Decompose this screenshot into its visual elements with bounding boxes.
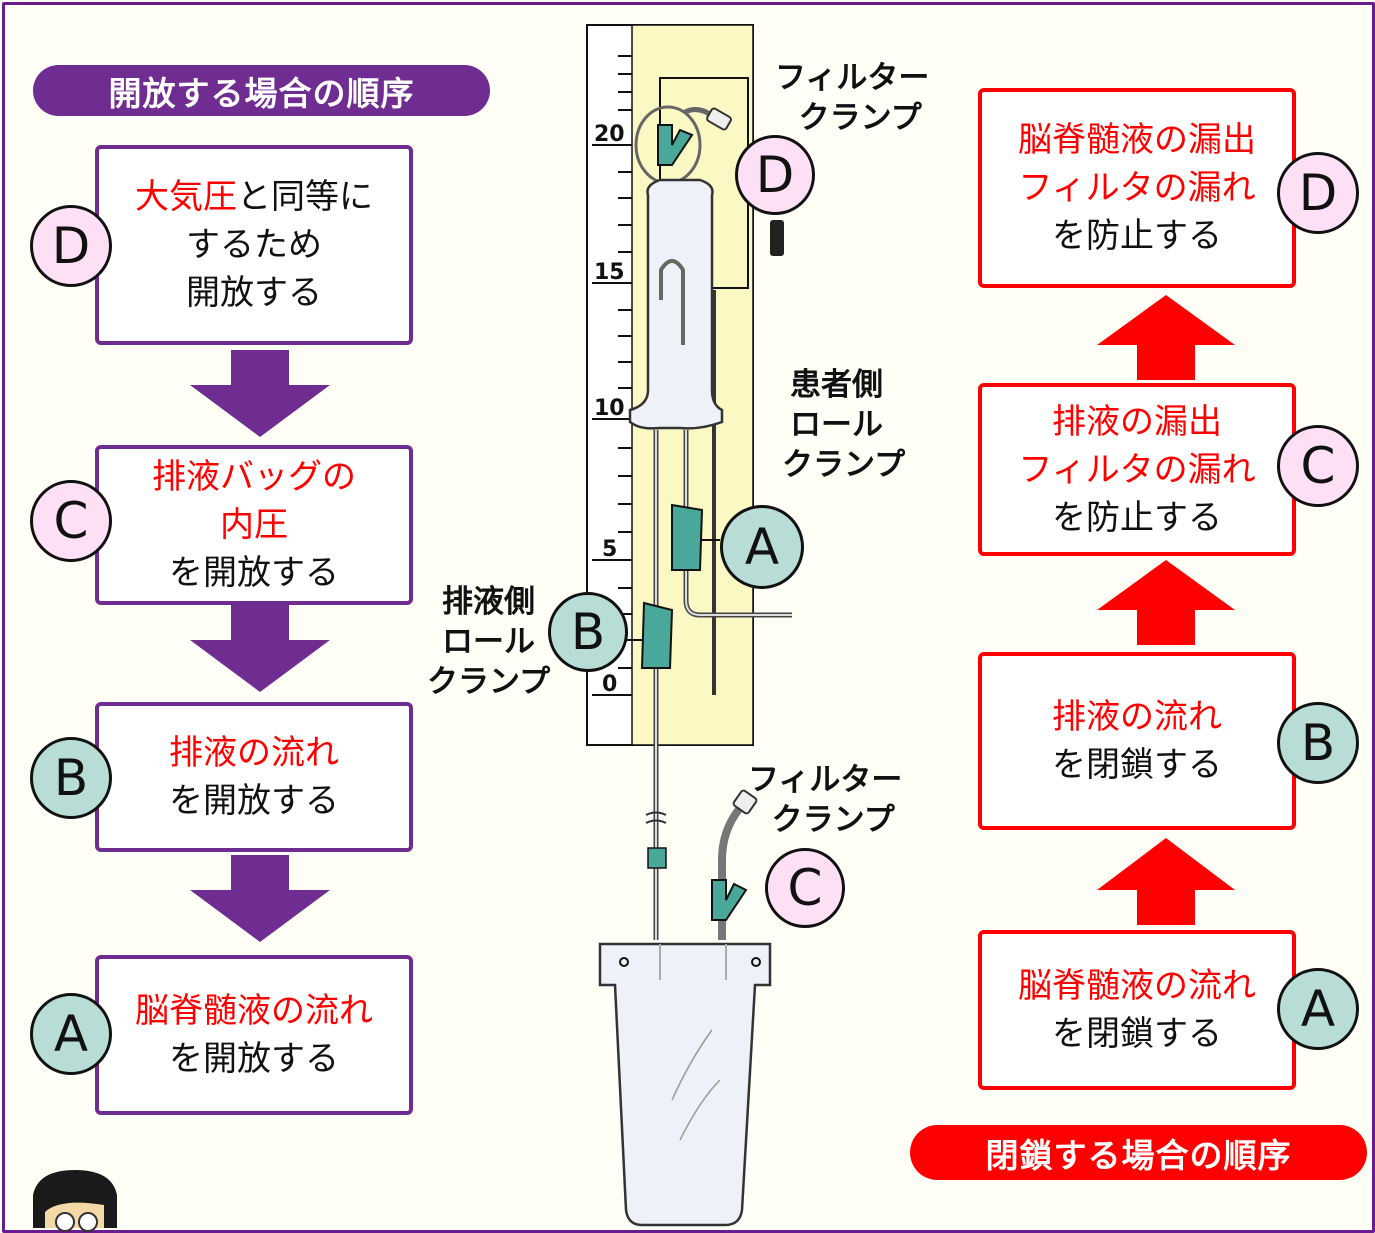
- open-step-c-line1: 排液バッグの: [152, 457, 356, 497]
- close-step-d-marker: D: [1277, 152, 1359, 234]
- device-marker-b: B: [548, 592, 628, 672]
- open-step-b-marker: B: [30, 737, 112, 819]
- close-step-a-marker: A: [1277, 968, 1359, 1050]
- device-marker-d: D: [735, 135, 815, 215]
- drain-roller-clamp-label: 排液側 ロール クランプ: [427, 584, 551, 700]
- close-step-a-line1: 脳脊髄液の流れ: [1018, 966, 1256, 1006]
- open-step-d-line3: 開放する: [186, 273, 322, 313]
- tick-20: 20: [594, 122, 625, 147]
- close-step-b-line1: 排液の流れ: [1052, 697, 1222, 737]
- bottom-filter-clamp-label: フィルター クランプ: [748, 762, 903, 838]
- open-step-b-box: 排液の流れ を開放する: [95, 702, 413, 852]
- close-step-c-line2: フィルタの漏れ: [1018, 449, 1256, 490]
- close-step-d-line2: フィルタの漏れ: [1018, 168, 1256, 208]
- tick-0: 0: [602, 672, 617, 697]
- device-marker-c: C: [765, 848, 845, 928]
- drain-roller-clamp: [640, 601, 674, 669]
- drainage-bag: [598, 942, 772, 1227]
- open-step-d-marker: D: [30, 205, 112, 287]
- tick-5: 5: [602, 537, 617, 562]
- open-step-a-box: 脳脊髄液の流れ を開放する: [95, 955, 413, 1115]
- patient-roller-clamp-label: 患者側 ロール クランプ: [782, 367, 906, 483]
- close-step-c-marker: C: [1277, 425, 1359, 507]
- open-step-d-highlight: 大気圧: [135, 177, 237, 217]
- close-order-header: 閉鎖する場合の順序: [910, 1125, 1367, 1180]
- close-step-c-box: 排液の漏出 フィルタの漏れ を防止する: [978, 383, 1296, 556]
- close-step-d-line1: 脳脊髄液の漏出: [1018, 120, 1256, 160]
- open-step-c-marker: C: [30, 480, 112, 562]
- open-step-c-line2: 内圧: [220, 505, 288, 545]
- patient-roller-clamp: [671, 503, 704, 571]
- drip-chamber: [628, 178, 724, 430]
- tick-15: 15: [594, 260, 625, 285]
- open-step-a-marker: A: [30, 993, 112, 1075]
- knob: [770, 220, 784, 256]
- tick-10: 10: [594, 396, 625, 421]
- open-step-d-line1: と同等に: [237, 177, 373, 217]
- close-step-b-marker: B: [1277, 702, 1359, 784]
- close-step-b-box: 排液の流れ を閉鎖する: [978, 652, 1296, 830]
- open-step-a-line1: 脳脊髄液の流れ: [135, 991, 373, 1031]
- open-step-c-box: 排液バッグの 内圧 を開放する: [95, 445, 413, 605]
- close-step-d-line3: を防止する: [1052, 216, 1222, 256]
- open-step-b-line1: 排液の流れ: [169, 733, 339, 773]
- close-step-a-box: 脳脊髄液の流れ を閉鎖する: [978, 930, 1296, 1090]
- open-step-c-line3: を開放する: [169, 553, 339, 593]
- close-step-b-line2: を閉鎖する: [1052, 745, 1222, 785]
- close-step-c-line3: を防止する: [1052, 497, 1222, 538]
- close-step-d-box: 脳脊髄液の漏出 フィルタの漏れ を防止する: [978, 88, 1296, 288]
- open-step-a-line2: を開放する: [169, 1039, 339, 1079]
- character-illustration: [33, 1170, 117, 1232]
- device-marker-a: A: [720, 505, 804, 589]
- close-step-c-line1: 排液の漏出: [1052, 401, 1222, 442]
- top-filter-clamp-label: フィルター クランプ: [775, 60, 930, 136]
- open-step-d-line2: するため: [186, 225, 322, 265]
- close-step-a-line2: を閉鎖する: [1052, 1014, 1222, 1054]
- bottom-filter-clamp: [711, 879, 748, 921]
- open-step-d-box: 大気圧と同等に するため 開放する: [95, 145, 413, 345]
- top-filter-clamp: [657, 124, 694, 166]
- open-order-header: 開放する場合の順序: [33, 65, 490, 116]
- open-step-b-line2: を開放する: [169, 781, 339, 821]
